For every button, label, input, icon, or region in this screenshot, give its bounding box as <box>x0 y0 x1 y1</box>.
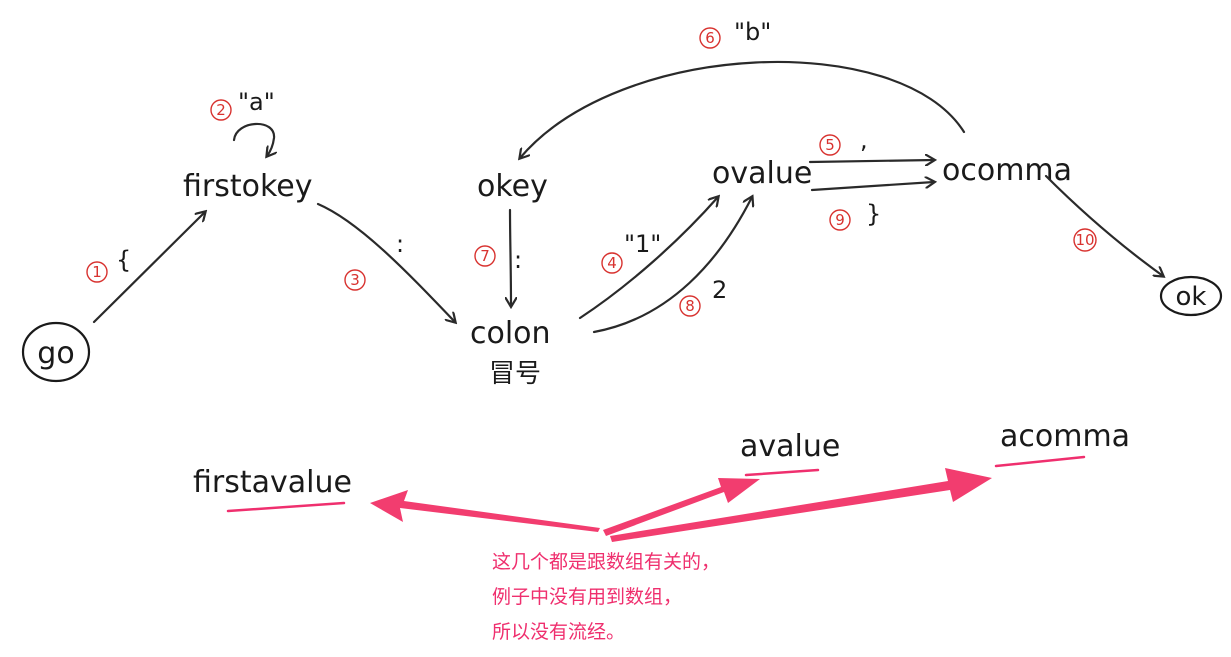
edge-6-number: 6 <box>705 29 715 47</box>
node-go: go <box>21 321 91 383</box>
edge-2: 2 "a" <box>210 88 275 156</box>
node-label-ok: ok <box>1176 282 1207 312</box>
edge-8-label: 2 <box>712 276 727 304</box>
edge-8-number-circle <box>679 295 701 317</box>
unused-node-label: acomma <box>1000 419 1130 454</box>
edge-3-arrow <box>316 202 455 322</box>
annotation-note: 这几个都是跟数组有关的， 例子中没有用到数组， 所以没有流经。 <box>492 545 720 650</box>
edge-10-arrow <box>1044 174 1163 276</box>
pink-underline <box>994 455 1086 468</box>
edge-9: 9 } <box>810 182 934 231</box>
edge-5-label: , <box>860 126 868 154</box>
ok-circle <box>1159 275 1223 317</box>
unused-node-avalue: avalue <box>740 429 840 477</box>
edge-4-arrow <box>578 197 718 320</box>
pink-underline <box>744 468 820 477</box>
edge-5: 5 , <box>808 126 934 162</box>
edge-1-number-circle <box>86 261 108 283</box>
edge-10-number: 10 <box>1075 231 1094 249</box>
edge-4-number: 4 <box>607 254 617 272</box>
go-circle <box>21 321 91 383</box>
node-label-colon-cn: 冒号 <box>489 359 541 389</box>
unused-node-acomma: acomma <box>994 419 1130 468</box>
node-label-ovalue: ovalue <box>712 156 812 191</box>
edge-1-label: { <box>116 246 131 274</box>
annotation-arrows <box>370 468 992 542</box>
edge-8-number: 8 <box>685 297 695 315</box>
edge-6-arrow <box>520 60 966 158</box>
unused-node-label: avalue <box>740 429 840 464</box>
edge-6: 6 "b" <box>520 18 966 158</box>
edge-5-number-circle <box>819 134 841 156</box>
edge-7-arrow <box>510 208 511 306</box>
node-ok: ok <box>1159 275 1223 317</box>
note-line: 这几个都是跟数组有关的， <box>492 551 721 573</box>
pink-underline <box>226 501 346 513</box>
node-label-ocomma: ocomma <box>942 153 1072 188</box>
note-line: 所以没有流经。 <box>492 621 626 643</box>
edge-3-number-circle <box>344 269 366 291</box>
edge-8-arrow <box>592 197 752 334</box>
edge-7-number-circle <box>474 245 496 267</box>
edge-3-number: 3 <box>350 271 360 289</box>
edge-2-number: 2 <box>216 101 226 119</box>
edge-2-number-circle <box>210 99 232 121</box>
edge-2-label: "a" <box>238 88 275 116</box>
edge-5-arrow <box>808 160 934 162</box>
unused-node-label: firstavalue <box>193 465 352 500</box>
edge-6-number-circle <box>699 27 721 49</box>
edge-1-arrow <box>92 212 205 324</box>
edge-6-label: "b" <box>734 18 771 46</box>
edge-10: 10 <box>1044 174 1163 276</box>
pink-arrow-to-avalue <box>603 478 760 536</box>
edge-3-label: : <box>396 230 404 258</box>
edge-9-number-circle <box>829 209 851 231</box>
node-label-colon: colon <box>470 316 551 351</box>
edge-2-arrow <box>232 122 274 156</box>
node-label-okey: okey <box>477 169 548 204</box>
edge-9-label: } <box>866 200 881 228</box>
node-label-go: go <box>37 336 74 371</box>
edge-8: 8 2 <box>592 197 752 334</box>
edge-9-number: 9 <box>835 211 845 229</box>
pink-arrow-to-firstavalue <box>370 490 600 532</box>
unused-node-firstavalue: firstavalue <box>193 465 352 513</box>
edge-7-label: : <box>514 246 522 274</box>
edge-5-number: 5 <box>825 136 835 154</box>
edge-9-arrow <box>810 182 934 192</box>
edge-1: 1 { <box>86 212 205 324</box>
edge-10-number-circle <box>1073 228 1097 252</box>
note-line: 例子中没有用到数组， <box>492 586 683 608</box>
node-label-firstokey: firstokey <box>183 169 313 204</box>
edge-7: 7 : <box>474 208 522 306</box>
edge-4-number-circle <box>601 252 623 274</box>
edge-7-number: 7 <box>480 247 490 265</box>
edge-3: 3 : <box>316 202 455 322</box>
edge-1-number: 1 <box>92 263 102 281</box>
pink-arrow-to-acomma <box>610 468 992 542</box>
edge-4-label: "1" <box>624 230 661 258</box>
edge-4: 4 "1" <box>578 197 718 320</box>
